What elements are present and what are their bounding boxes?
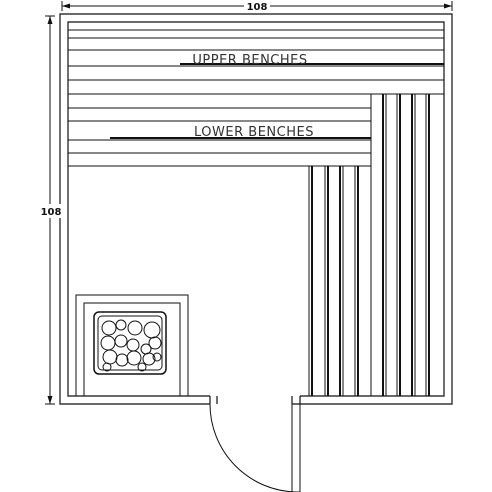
lower-benches-label: LOWER BENCHES — [194, 125, 314, 140]
heater-guard — [75, 294, 189, 396]
height-dimension-label: 108 — [41, 204, 64, 218]
sauna-walls — [59, 13, 453, 405]
upper-bench-right-slats — [370, 93, 444, 396]
heater-stones — [100, 319, 162, 372]
sauna-heater — [93, 311, 167, 375]
width-dimension-label: 108 — [244, 0, 270, 13]
height-label: 108 — [41, 207, 62, 218]
upper-benches — [68, 29, 444, 81]
upper-benches-label: UPPER BENCHES — [192, 53, 307, 68]
door — [209, 403, 301, 492]
lower-benches — [68, 93, 371, 167]
width-label: 108 — [247, 2, 268, 13]
lower-bench-right-slats — [308, 166, 359, 396]
